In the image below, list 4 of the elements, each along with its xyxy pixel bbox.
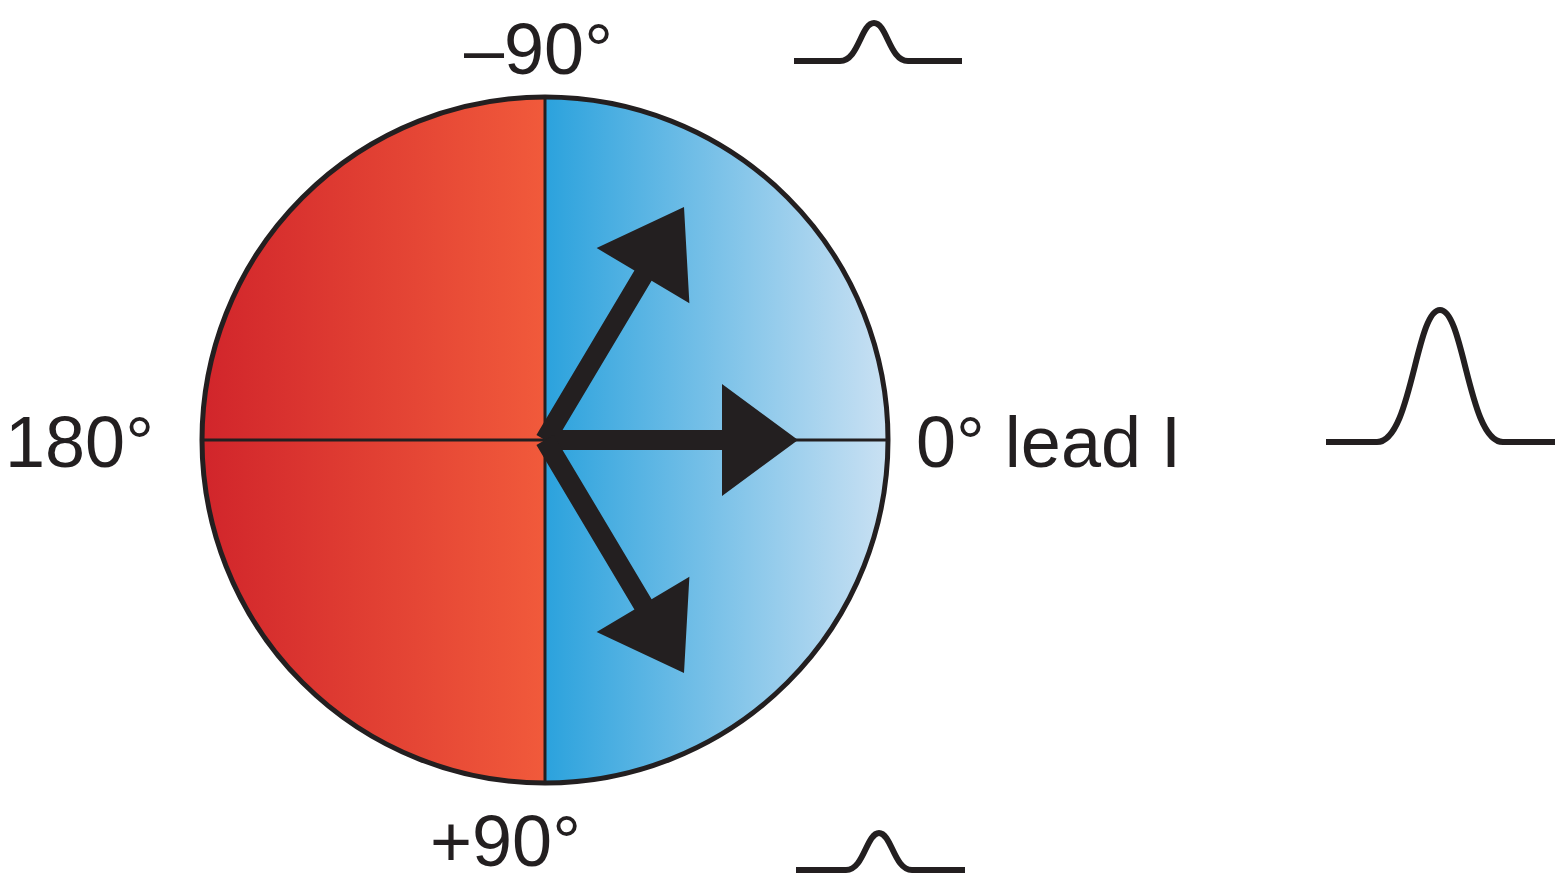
axis-label: 180°	[5, 406, 154, 478]
axis-label: +90°	[430, 805, 581, 877]
axis-label: –90°	[464, 13, 613, 85]
axis-label: 0° lead I	[916, 406, 1181, 478]
